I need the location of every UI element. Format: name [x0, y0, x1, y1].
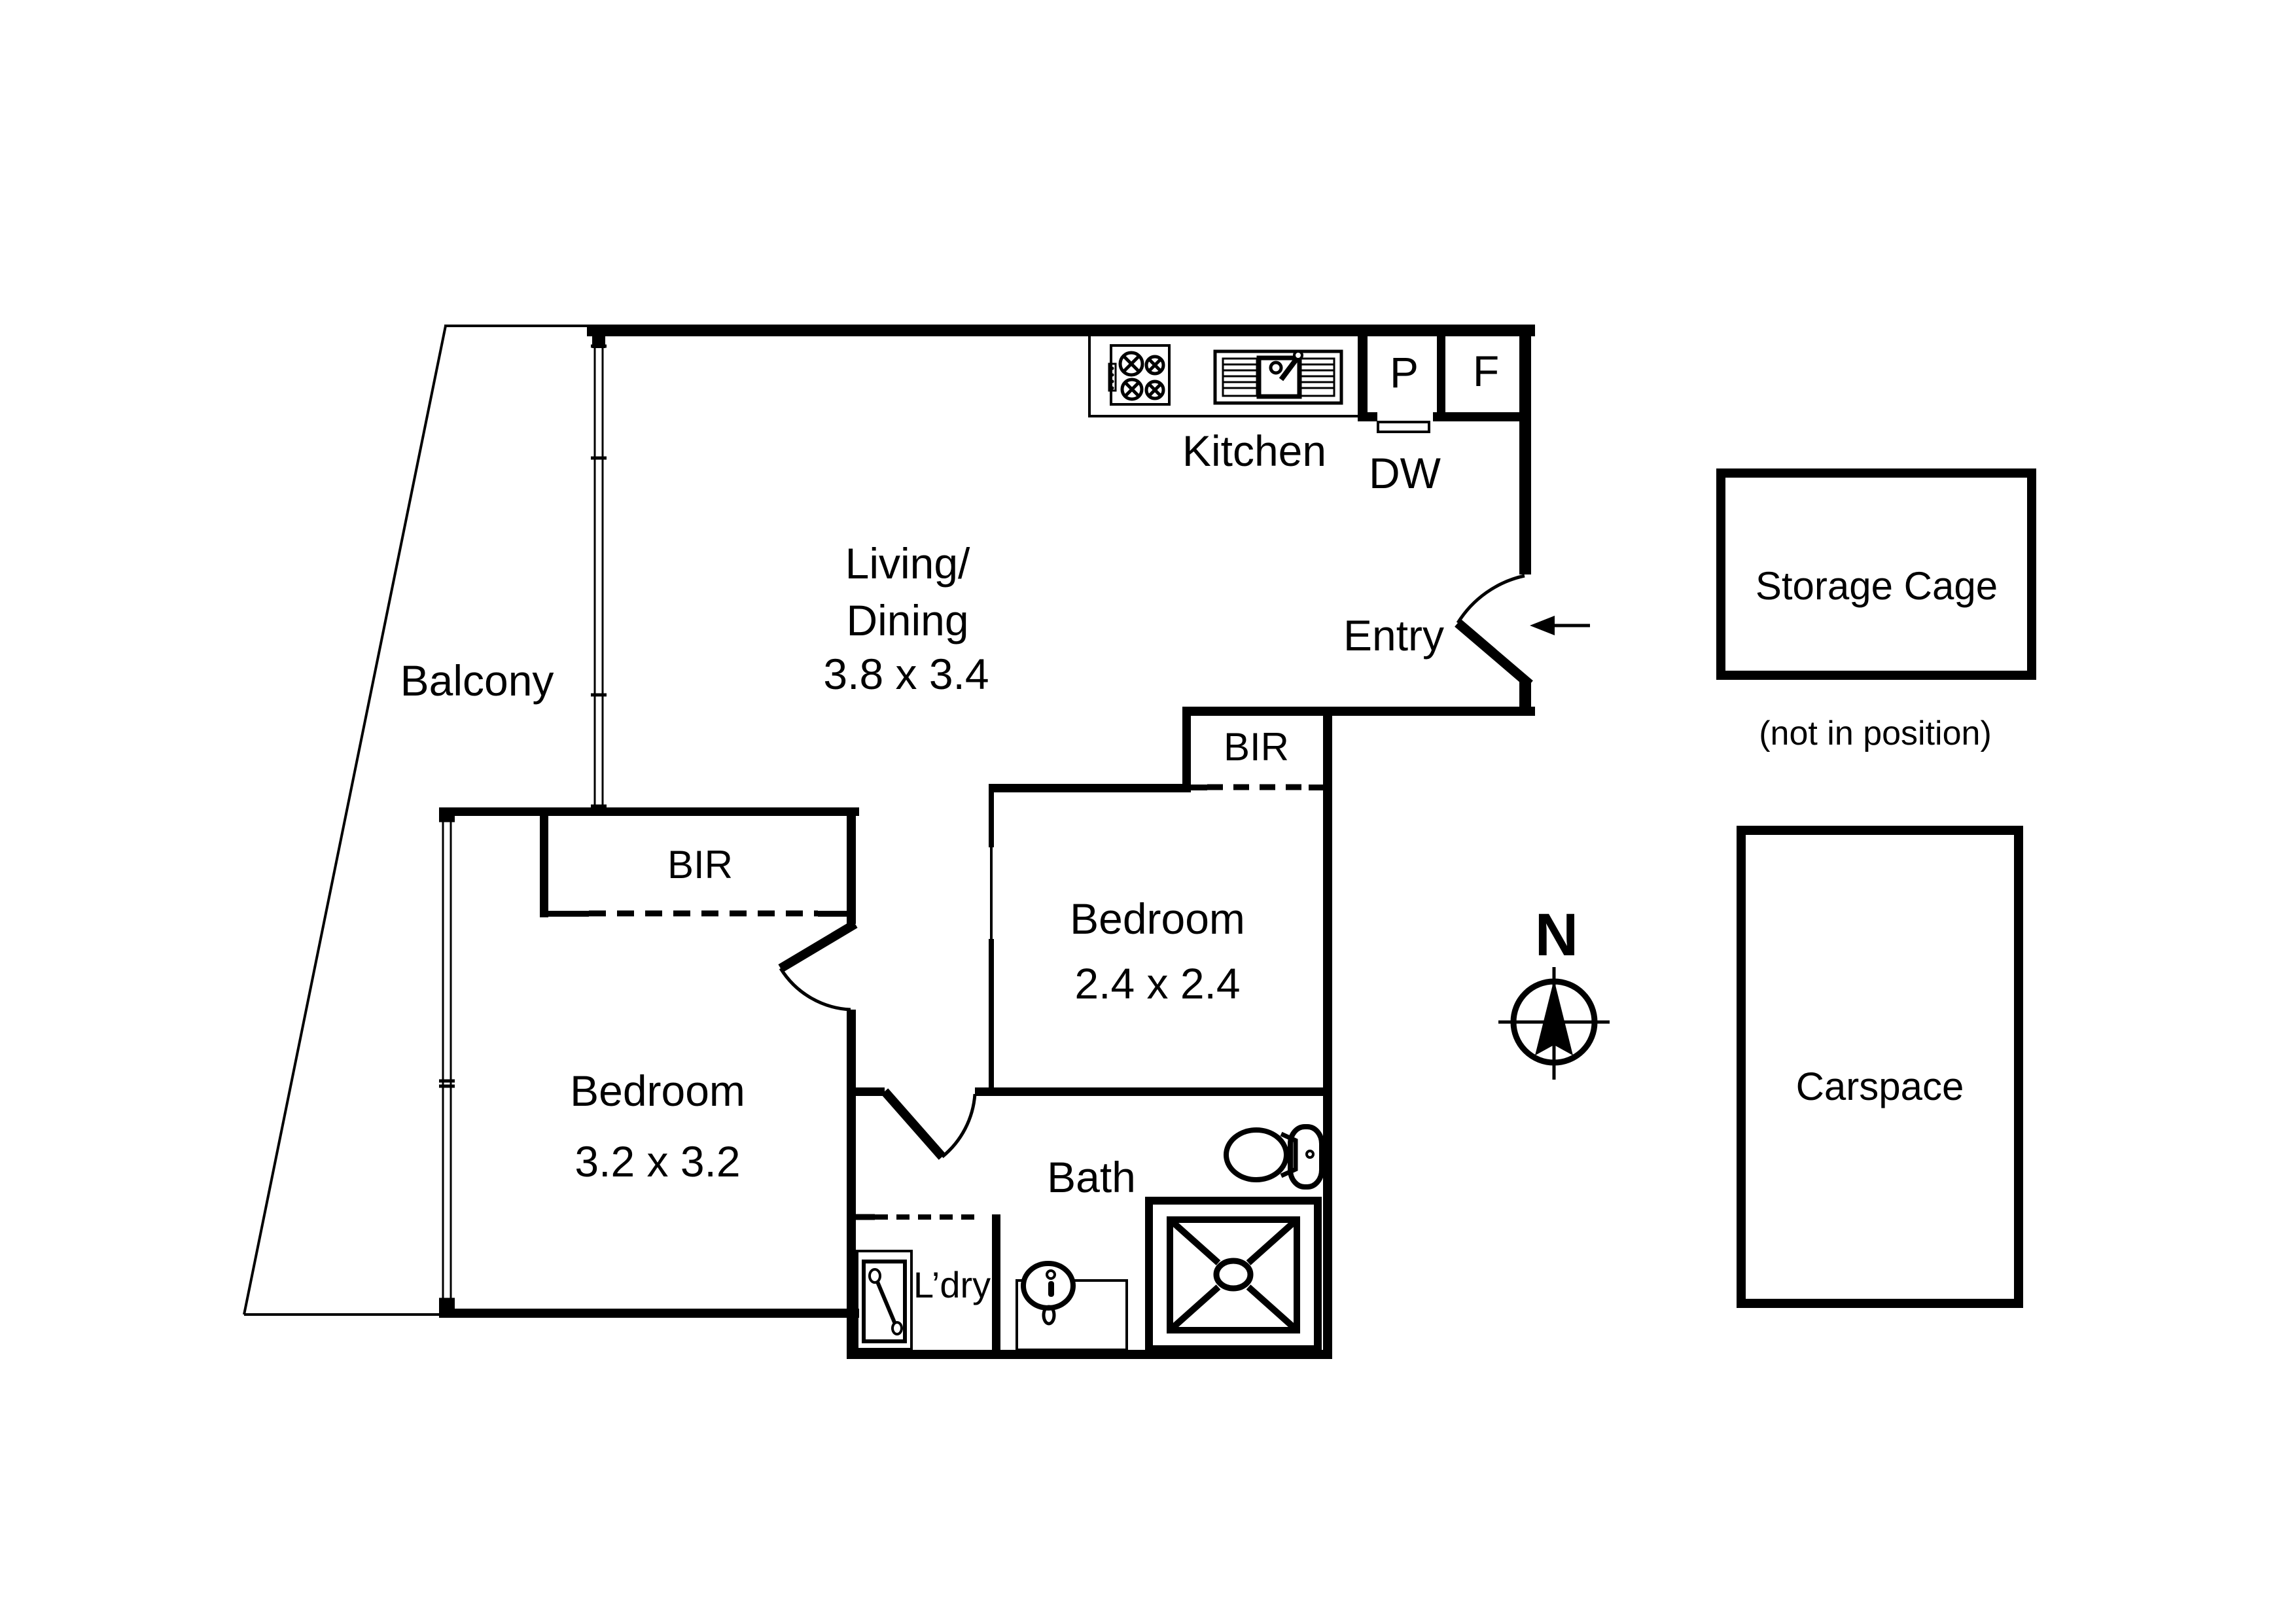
- entry-door-swing-arc: [1456, 574, 1525, 624]
- wall-pf-bottom-left: [1358, 412, 1377, 421]
- carspace-label: Carspace: [1796, 1065, 1964, 1108]
- stove-icon: [1108, 344, 1171, 406]
- entry-door-leaf: [1455, 619, 1533, 688]
- bath-label: Bath: [1047, 1153, 1136, 1201]
- bedroom1-door-swing-arc: [779, 967, 851, 1012]
- dishwasher-label: DW: [1369, 449, 1441, 497]
- bir2-label: BIR: [1224, 725, 1289, 769]
- doors: [778, 574, 1533, 1160]
- balcony-slant-edge: [243, 325, 447, 1315]
- compass-icon: N: [1498, 902, 1610, 1080]
- balcony-label: Balcony: [400, 656, 554, 705]
- wall-bedroom2-west-a: [989, 788, 994, 847]
- pantry-label: P: [1390, 348, 1419, 397]
- wall-bir1-front-stub-right: [818, 911, 847, 917]
- wall-bath-north-right: [975, 1087, 1332, 1096]
- storage-note-label: (not in position): [1759, 715, 1992, 752]
- bath-door-swing-arc: [941, 1093, 977, 1158]
- wall-bedroom1-west-top-block: [439, 807, 455, 822]
- wall-bir1-left: [540, 816, 548, 917]
- bedroom1-label: Bedroom: [570, 1067, 745, 1115]
- windows: [439, 344, 607, 1301]
- wall-bedroom1-south: [442, 1309, 859, 1318]
- compass-north-label: N: [1535, 902, 1578, 968]
- living-label-line1: Living/: [845, 539, 970, 588]
- kitchen-counter: [1088, 336, 1430, 433]
- bir1-label: BIR: [667, 843, 733, 887]
- entry-label: Entry: [1343, 611, 1444, 660]
- wall-right-upper: [1519, 325, 1531, 574]
- living-label-line2: Dining: [846, 596, 968, 644]
- wall-bedroom1-north: [442, 807, 859, 816]
- washer-icon: [856, 1250, 913, 1350]
- wall-bedroom2-north: [989, 784, 1191, 792]
- wall-bir2-left: [1182, 707, 1191, 790]
- wall-bir1-front-stub-left: [548, 911, 589, 917]
- balcony-outline: [243, 325, 592, 1316]
- wall-bedroom1-east-lower: [847, 1010, 856, 1359]
- wall-bath-north-left: [856, 1087, 885, 1096]
- wall-hall-horizontal: [1182, 707, 1535, 716]
- carspace-box: [1737, 826, 2023, 1308]
- bath-door-leaf: [881, 1088, 946, 1160]
- wall-top: [587, 325, 1535, 336]
- wall-bedroom2-west-thin: [990, 845, 993, 942]
- kitchen-label: Kitchen: [1182, 427, 1326, 475]
- basin-icon: [1016, 1261, 1128, 1351]
- wall-east: [1323, 707, 1332, 1359]
- storage-cage-label: Storage Cage: [1756, 564, 1998, 608]
- wall-bedroom1-east-upper: [847, 811, 856, 924]
- bedroom2-dims: 2.4 x 2.4: [1074, 959, 1240, 1008]
- dashed-fronts: [589, 784, 1309, 1220]
- walls: [439, 325, 1535, 1359]
- sink-icon: [1213, 349, 1343, 405]
- bedroom1-door-leaf: [778, 919, 858, 973]
- laundry-label: L’dry: [913, 1264, 991, 1305]
- storage-cage-box: [1716, 468, 2036, 680]
- wall-pantry-left: [1358, 336, 1368, 421]
- wall-bir2-front-stub-right: [1309, 785, 1323, 790]
- annex-boxes: [1716, 468, 2036, 1308]
- wall-pantry-fridge-divider: [1437, 336, 1445, 415]
- living-dims: 3.8 x 3.4: [823, 650, 989, 698]
- bedroom2-label: Bedroom: [1070, 894, 1245, 943]
- wall-bedroom2-west-b: [989, 939, 994, 1096]
- wall-bir2-front-stub-left: [1191, 785, 1207, 790]
- wall-pf-bottom-right: [1433, 412, 1519, 421]
- entry-arrow-icon: [1530, 616, 1590, 635]
- dishwasher-box: [1377, 421, 1430, 433]
- wall-laundry-divider: [992, 1214, 1000, 1350]
- toilet-icon: [1224, 1124, 1324, 1190]
- bedroom1-dims: 3.2 x 3.2: [574, 1137, 740, 1186]
- fridge-label: F: [1473, 347, 1499, 395]
- shower-icon: [1145, 1197, 1322, 1353]
- labels: Kitchen DW P F Living/ Dining 3.8 x 3.4 …: [400, 347, 1998, 1305]
